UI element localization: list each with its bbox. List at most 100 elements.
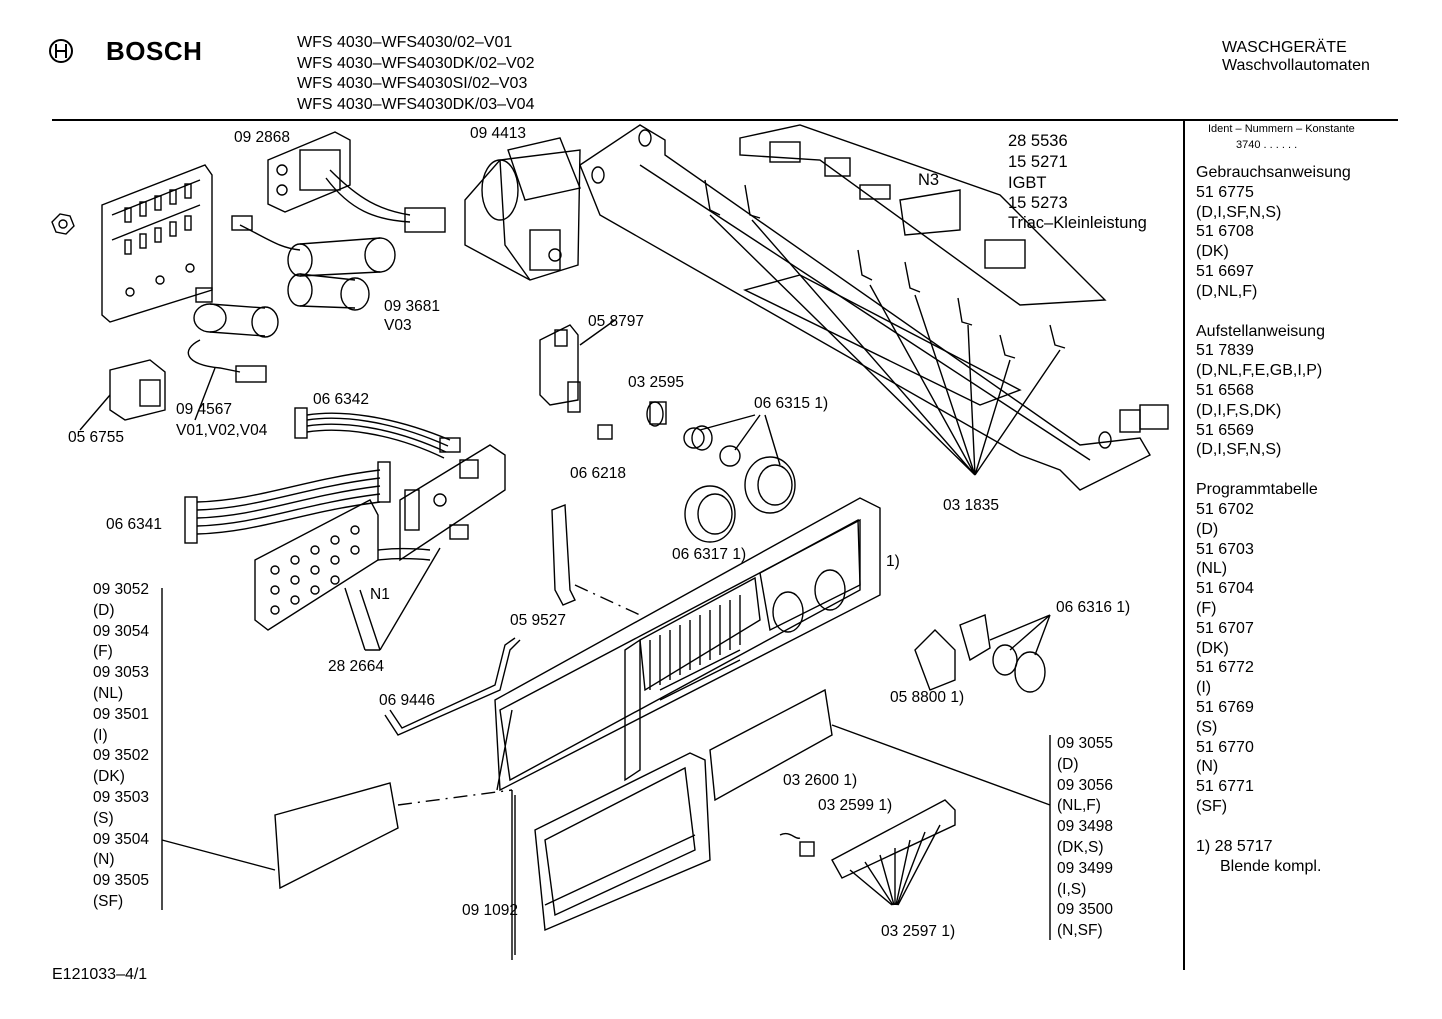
category-block: WASCHGERÄTE Waschvollautomaten (1222, 39, 1370, 75)
list-item: 51 6568 (1196, 381, 1254, 399)
part-label: 1) (886, 553, 900, 570)
part-label: 03 1835 (943, 497, 1000, 514)
drawing-id: E121033–4/1 (52, 966, 148, 983)
part-label: IGBT (1008, 174, 1047, 192)
section-title: Programmtabelle (1196, 481, 1318, 499)
list-item: (D) (93, 601, 115, 619)
exploded-parts-diagram (51, 124, 1169, 960)
list-item: (I) (93, 726, 108, 744)
sidebar-divider (1183, 120, 1185, 970)
part-label: 09 4567 (176, 401, 233, 418)
part-label: 15 5273 (1008, 194, 1068, 212)
nut-drawing (51, 213, 75, 235)
part-label: Triac–Kleinleistung (1008, 214, 1147, 232)
list-item: 51 6769 (1196, 698, 1254, 716)
model-line: WFS 4030–WFS4030DK/03–V04 (297, 95, 535, 113)
list-item: 51 6770 (1196, 738, 1254, 756)
lever-drawing (551, 504, 641, 616)
part-label: 09 4413 (470, 125, 527, 142)
part-label: 05 6755 (68, 429, 125, 446)
category-subtitle: Waschvollautomaten (1222, 57, 1370, 74)
list-item: (D,I,SF,N,S) (1196, 203, 1282, 221)
part-label: 28 5536 (1008, 132, 1068, 150)
list-item: 09 3499 (1057, 859, 1114, 877)
ident-value: 3740 . . . . . . (1236, 139, 1298, 151)
list-item: (NL) (93, 684, 124, 702)
part-label: 15 5271 (1008, 153, 1068, 171)
knob-assembly-drawing (914, 614, 1051, 693)
model-line: WFS 4030–WFS4030SI/02–V03 (297, 75, 528, 92)
part-label: 09 3681 (384, 298, 441, 315)
part-label: V01,V02,V04 (176, 422, 268, 439)
part-label: 03 2597 1) (881, 923, 956, 940)
list-item: (DK) (1196, 639, 1229, 657)
part-label: 09 1092 (462, 902, 519, 919)
footnote-text: Blende kompl. (1220, 857, 1322, 875)
list-item: (DK) (93, 768, 125, 786)
list-item: 51 6697 (1196, 262, 1254, 280)
list-item: 51 6708 (1196, 223, 1254, 241)
part-label: 06 9446 (379, 692, 436, 709)
frame-drawing (579, 124, 1169, 491)
motor-drawing (464, 137, 581, 281)
hose-drawing (384, 637, 521, 736)
list-item: (D,NL,F) (1196, 282, 1258, 300)
part-label: 05 9527 (510, 612, 567, 629)
part-label: 06 6341 (106, 516, 163, 533)
model-line: WFS 4030–WFS4030/02–V01 (297, 34, 513, 51)
bosch-armature-icon (49, 39, 73, 63)
list-item: 09 3504 (93, 830, 150, 848)
part-label: 05 8797 (588, 313, 645, 330)
list-item: (D,I,SF,N,S) (1196, 441, 1282, 459)
list-item: (S) (93, 809, 114, 827)
right-insert-drawing (709, 688, 1051, 806)
list-item: (N,SF) (1057, 922, 1103, 940)
front-panel-drawing (534, 752, 711, 932)
part-label: 03 2595 (628, 374, 685, 391)
model-list: WFS 4030–WFS4030/02–V01 WFS 4030–WFS4030… (297, 33, 534, 115)
clip-drawing (704, 179, 1066, 476)
list-item: 51 6569 (1196, 421, 1254, 439)
knob-drawing (646, 401, 796, 543)
list-item: 51 6704 (1196, 580, 1254, 598)
list-item: 51 6775 (1196, 183, 1254, 201)
pcb-n1-drawing (254, 444, 506, 651)
relay-drawing (79, 359, 166, 431)
ribbon-cable-drawing (184, 407, 461, 544)
list-item: (N) (1196, 758, 1219, 776)
part-label: 06 6317 1) (672, 546, 747, 563)
list-item: 09 3500 (1057, 901, 1114, 919)
list-item: 09 3498 (1057, 818, 1114, 836)
button-strip-drawing (779, 799, 956, 906)
list-item: (D) (1057, 755, 1079, 773)
part-label: 06 6315 1) (754, 395, 829, 412)
list-item: 51 6702 (1196, 500, 1254, 518)
list-item: 09 3501 (93, 705, 150, 723)
list-item: (DK) (1196, 243, 1229, 261)
list-item: (DK,S) (1057, 838, 1104, 856)
header-rule (52, 119, 1398, 121)
variant-list-left: 09 3052 (D) 09 3054 (F) 09 3053 (NL) 09 … (93, 580, 149, 913)
list-item: 09 3054 (93, 622, 150, 640)
list-item: (F) (93, 643, 113, 661)
list-item: (I,S) (1057, 880, 1087, 898)
list-item: 09 3053 (93, 664, 150, 682)
left-insert-drawing (161, 782, 513, 890)
list-item: (D,NL,F,E,GB,I,P) (1196, 362, 1323, 380)
footnote-number: 1) 28 5717 (1196, 837, 1273, 855)
sidebar-docs: Gebrauchsanweisung 51 6775 (D,I,SF,N,S) … (1196, 163, 1351, 876)
list-item: (NL) (1196, 560, 1228, 578)
list-item: 51 6771 (1196, 778, 1254, 796)
list-item: (SF) (93, 892, 124, 910)
pcb-n3-drawing (739, 124, 1107, 306)
part-label: 06 6342 (313, 391, 370, 408)
variant-list-right: 09 3055 (D) 09 3056 (NL,F) 09 3498 (DK,S… (1057, 734, 1113, 942)
list-item: (S) (1196, 718, 1218, 736)
list-item: 51 6772 (1196, 659, 1254, 677)
section-title: Aufstellanweisung (1196, 322, 1325, 340)
switch-drawing (539, 319, 616, 440)
model-line: WFS 4030–WFS4030DK/02–V02 (297, 54, 535, 72)
filter-drawing (187, 287, 279, 421)
list-item: (D) (1196, 520, 1219, 538)
part-label: 03 2600 1) (783, 772, 858, 789)
